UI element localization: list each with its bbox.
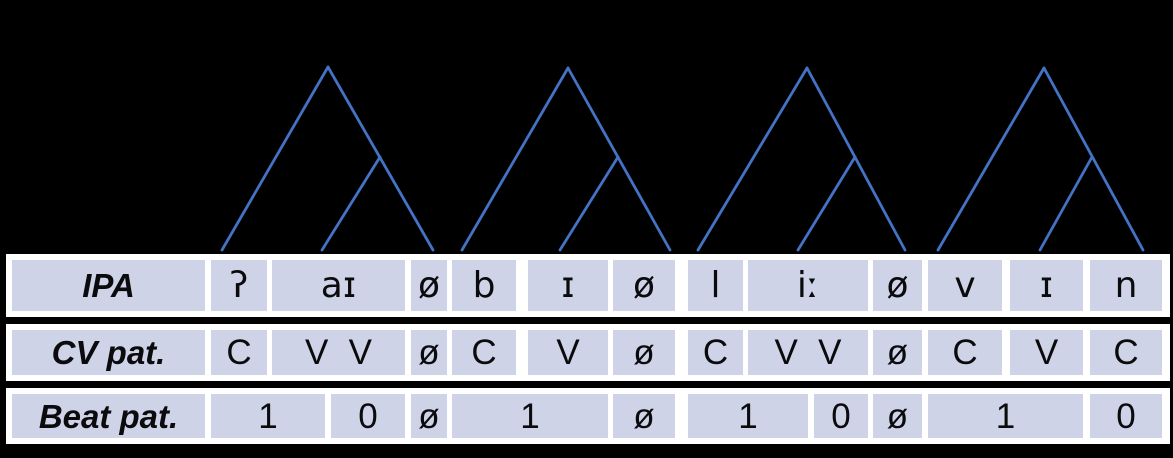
ipa-cell-null-2: ø bbox=[613, 260, 675, 311]
cv-cell-c5: C bbox=[1090, 330, 1162, 375]
ipa-cell-n: n bbox=[1090, 260, 1162, 311]
beat-cell-1c: 1 bbox=[688, 394, 808, 438]
cv-cell-c1: C bbox=[211, 330, 267, 375]
beat-row-label: Beat pat. bbox=[12, 394, 205, 438]
syllable-tree-2 bbox=[460, 66, 672, 252]
beat-cell-0a: 0 bbox=[331, 394, 405, 438]
ipa-cell-ai: aɪ bbox=[272, 260, 405, 311]
syllable-tree-4 bbox=[936, 66, 1145, 252]
ipa-cell-i-small-cap-2: ɪ bbox=[1010, 260, 1083, 311]
beat-cell-null-1: ø bbox=[411, 394, 447, 438]
syllable-tree-1 bbox=[220, 65, 435, 252]
ipa-cell-v: v bbox=[928, 260, 1002, 311]
beat-cell-null-2: ø bbox=[613, 394, 675, 438]
syllable-tree-3 bbox=[696, 66, 907, 252]
ipa-cell-l: l bbox=[688, 260, 743, 311]
beat-cell-1b: 1 bbox=[452, 394, 608, 438]
tree2-left-branch bbox=[460, 66, 570, 252]
ipa-cell-null-1: ø bbox=[411, 260, 447, 311]
cv-cell-c3: C bbox=[688, 330, 743, 375]
tree4-right-branch bbox=[1042, 66, 1145, 252]
ipa-row-label: IPA bbox=[12, 260, 205, 311]
beat-cell-1a: 1 bbox=[211, 394, 325, 438]
ipa-cell-b: b bbox=[452, 260, 516, 311]
tree1-weak-branch bbox=[320, 155, 382, 252]
tree3-weak-branch bbox=[796, 155, 857, 252]
tree2-right-branch bbox=[566, 66, 672, 252]
cv-cell-null-1: ø bbox=[411, 330, 447, 375]
beat-cell-1d: 1 bbox=[928, 394, 1083, 438]
tree3-right-branch bbox=[805, 66, 907, 252]
cv-cell-v2: V bbox=[528, 330, 608, 375]
cv-cell-vv1: V V bbox=[272, 330, 405, 375]
ipa-cell-i-small-cap: ɪ bbox=[528, 260, 608, 311]
cv-cell-c4: C bbox=[928, 330, 1002, 375]
tree3-left-branch bbox=[696, 66, 809, 252]
beat-cell-null-3: ø bbox=[873, 394, 922, 438]
beat-cell-0c: 0 bbox=[1090, 394, 1162, 438]
cv-cell-vv3: V V bbox=[748, 330, 868, 375]
ipa-cell-long-i: iː bbox=[748, 260, 868, 311]
cv-cell-null-2: ø bbox=[613, 330, 675, 375]
tree4-weak-branch bbox=[1038, 155, 1094, 252]
tree1-left-branch bbox=[220, 65, 330, 252]
ipa-cell-glottal-stop: ʔ bbox=[211, 260, 267, 311]
ipa-cell-null-3: ø bbox=[873, 260, 922, 311]
beat-cell-0b: 0 bbox=[814, 394, 868, 438]
tree2-weak-branch bbox=[558, 155, 620, 252]
cv-cell-c2: C bbox=[452, 330, 516, 375]
cv-cell-null-3: ø bbox=[873, 330, 922, 375]
cv-row-label: CV pat. bbox=[12, 330, 205, 375]
tree4-left-branch bbox=[936, 66, 1046, 252]
cv-cell-v4: V bbox=[1010, 330, 1083, 375]
